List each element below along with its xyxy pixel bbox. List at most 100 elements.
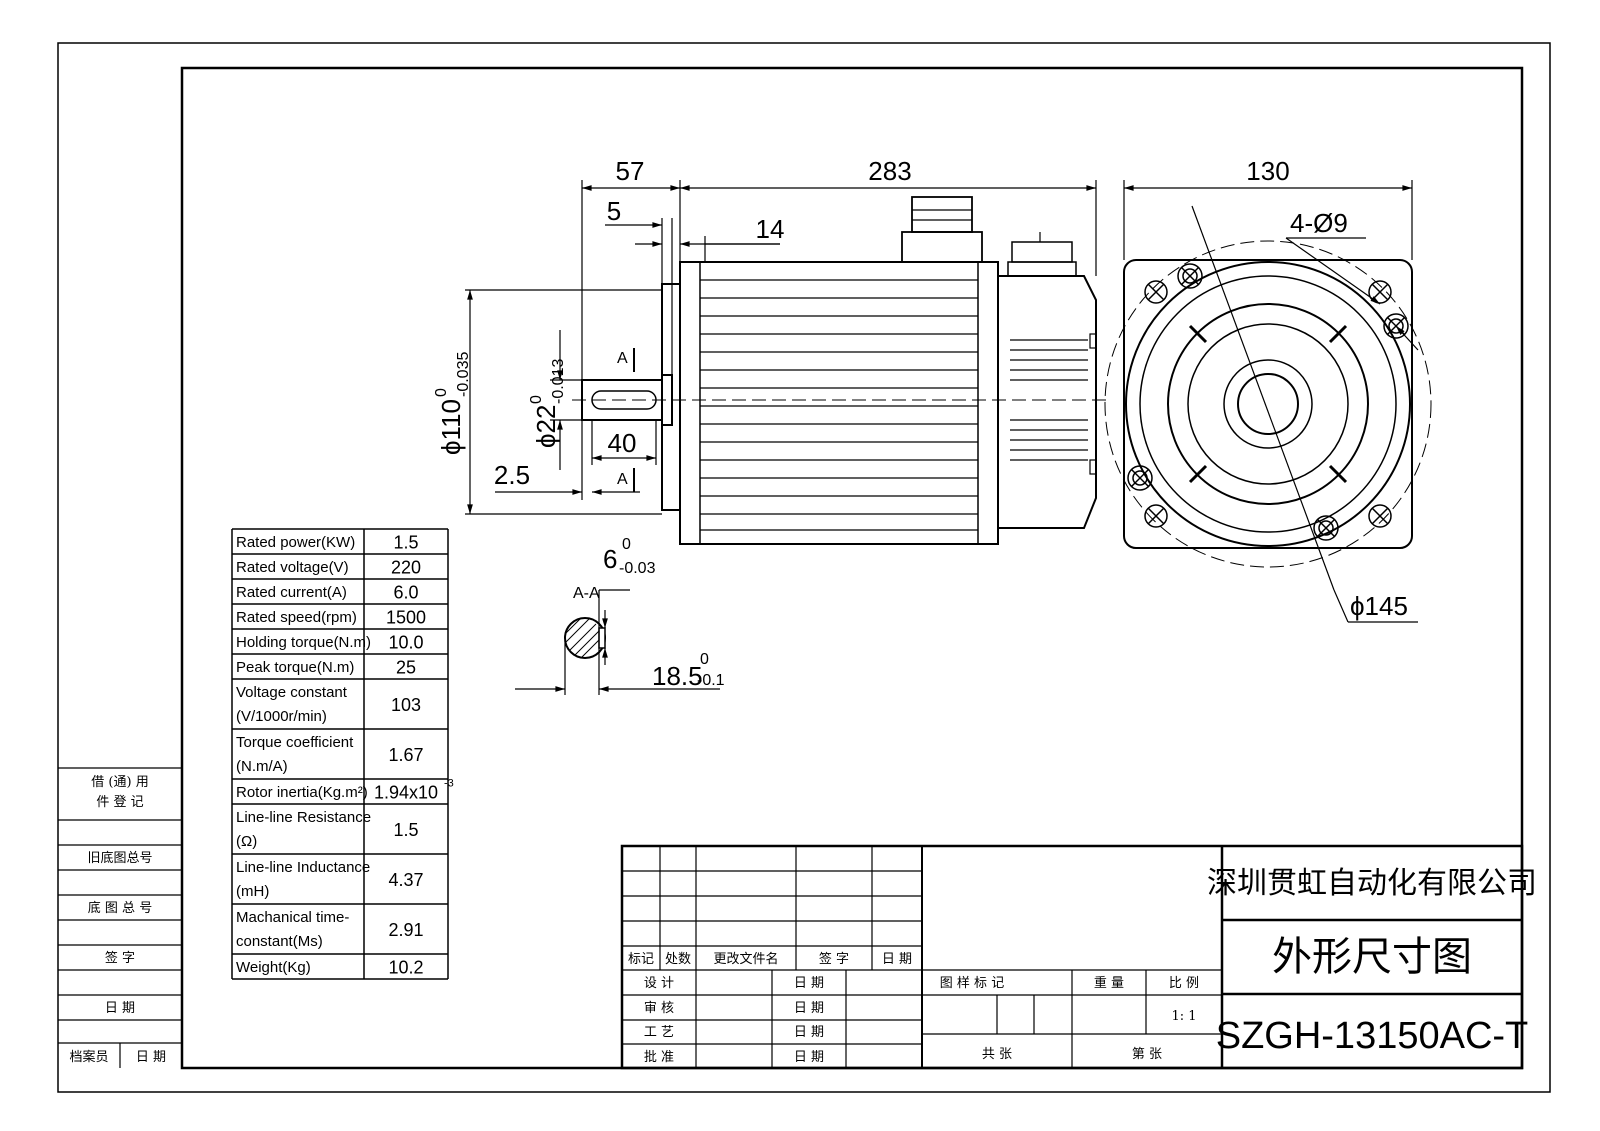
- spec-row: Line-line Inductance (mH)4.37: [236, 859, 424, 900]
- dim-283: 283: [868, 156, 911, 186]
- dim-key-depth-tol-lower: -0.1: [697, 672, 725, 689]
- dim-phi22-tol-lower: -0.013: [550, 359, 567, 404]
- outer-border: [57, 42, 1551, 1093]
- spec-label: (N.m/A): [236, 758, 288, 775]
- dim-57: 57: [616, 156, 645, 186]
- spec-label: Line-line Resistance: [236, 809, 371, 826]
- revision-header: 标记: [628, 952, 654, 967]
- dim-phi110: ϕ110: [436, 399, 466, 455]
- spec-label: Rated power(KW): [236, 534, 355, 551]
- spec-row: Weight(Kg)10.2: [236, 958, 424, 978]
- spec-row: Torque coefficient (N.m/A) 1.67: [236, 734, 424, 775]
- spec-value: 103: [391, 695, 421, 715]
- dim-key-depth-tol-upper: 0: [700, 651, 709, 668]
- spec-value: 10.0: [388, 633, 423, 653]
- spec-value: 25: [396, 658, 416, 678]
- dim-130: 130: [1246, 156, 1289, 186]
- drawing-title: 外形尺寸图: [1272, 934, 1472, 980]
- dim-phi110-tol-lower: -0.035: [455, 352, 472, 397]
- spec-value: 2.91: [388, 920, 423, 940]
- spec-value: 1.5: [393, 820, 418, 840]
- approval-role-label: 设 计: [644, 976, 674, 991]
- section-mark-a-top: A: [617, 350, 628, 367]
- dim-key-width-tol-upper: 0: [622, 536, 631, 553]
- weight-label: 重 量: [1094, 975, 1124, 991]
- scale-label: 比 例: [1169, 976, 1199, 991]
- spec-row: Rated power(KW) 1.5: [236, 533, 419, 553]
- section-a-a-label: A-A: [573, 585, 600, 602]
- side-sign-label: 签 字: [105, 950, 135, 966]
- spec-row: Rotor inertia(Kg.m²) 1.94x10 -3: [236, 778, 454, 803]
- company-name: 深圳贯虹自动化有限公司: [1207, 866, 1537, 901]
- dim-5: 5: [607, 196, 621, 226]
- spec-label: Rated current(A): [236, 584, 347, 601]
- revision-header: 处数: [665, 952, 691, 967]
- approval-rows: 设 计日 期审 核日 期工 艺日 期批 准日 期: [644, 976, 824, 1065]
- spec-label: Torque coefficient: [236, 734, 354, 751]
- dim-phi145: ϕ145: [1350, 591, 1408, 621]
- dim-phi22-group: ϕ22 0 -0.013: [528, 359, 567, 448]
- spec-value: 1.94x10: [374, 783, 438, 803]
- total-sheets-label: 共 张: [982, 1047, 1012, 1062]
- dim-phi110-tol-upper: 0: [433, 388, 450, 397]
- mounting-holes: [1127, 263, 1409, 541]
- section-marker-bottom: A: [617, 468, 635, 492]
- archive-date-label: 日 期: [136, 1050, 166, 1065]
- spec-label: Peak torque(N.m): [236, 659, 354, 676]
- approval-role-label: 工 艺: [644, 1025, 674, 1040]
- approval-role-label: 审 核: [644, 1001, 674, 1016]
- spec-label: (V/1000r/min): [236, 708, 327, 725]
- spec-label: Rated voltage(V): [236, 559, 349, 576]
- approval-date-label: 日 期: [794, 1050, 824, 1065]
- spec-value-exponent: -3: [444, 778, 454, 790]
- borrow-label-2: 件 登 记: [96, 795, 143, 810]
- archivist-label: 档案员: [69, 1050, 108, 1065]
- spec-row: Rated speed(rpm)1500: [236, 608, 426, 628]
- dim-phi22-tol-upper: 0: [528, 395, 545, 404]
- old-base-number-label: 旧底图总号: [87, 850, 152, 866]
- spec-value: 1.67: [388, 745, 423, 765]
- scale-value: 1: 1: [1171, 1009, 1196, 1024]
- dim-phi22: ϕ22: [531, 405, 561, 448]
- dim-key-width: 6: [603, 544, 617, 574]
- spec-label: Line-line Inductance: [236, 859, 370, 876]
- drawing-mark-label: 图 样 标 记: [940, 976, 1004, 991]
- dim-2-5: 2.5: [494, 460, 530, 490]
- approval-date-label: 日 期: [794, 1025, 824, 1040]
- side-view-dimension-lines: [465, 180, 1097, 515]
- dim-4-holes: 4-Ø9: [1290, 208, 1348, 238]
- title-block: [620, 844, 1524, 1070]
- side-register-column: [58, 767, 182, 1068]
- spec-row: Machanical time-constant(Ms)2.91: [236, 909, 424, 950]
- approval-date-label: 日 期: [794, 976, 824, 991]
- spec-label: Rotor inertia(Kg.m²): [236, 784, 368, 801]
- spec-label: (Ω): [236, 833, 257, 850]
- spec-label: Machanical time-: [236, 909, 349, 926]
- model-number: SZGH-13150AC-T: [1216, 1015, 1529, 1057]
- section-mark-a-bottom: A: [617, 471, 628, 488]
- borrow-label-1: 借 (通) 用: [91, 775, 148, 790]
- spec-value: 6.0: [393, 583, 418, 603]
- side-date-label: 日 期: [105, 1001, 135, 1016]
- dim-14: 14: [756, 214, 785, 244]
- spec-label: Rated speed(rpm): [236, 609, 357, 626]
- section-a-a: A-A: [515, 585, 720, 695]
- revision-header: 日 期: [882, 952, 912, 967]
- revision-header-row: 标记处数更改文件名签 字日 期: [628, 951, 912, 967]
- base-number-label: 底 图 总 号: [88, 900, 152, 916]
- spec-row: Holding torque(N.m) 10.0: [236, 633, 424, 653]
- dim-40: 40: [608, 428, 637, 458]
- revision-header: 签 字: [819, 951, 849, 967]
- spec-label: Voltage constant: [236, 684, 348, 701]
- spec-label: Holding torque(N.m): [236, 634, 371, 651]
- front-view-dimension-lines: [1123, 180, 1419, 623]
- sheet-number-label: 第 张: [1132, 1047, 1162, 1062]
- dim-key-width-tol-lower: -0.03: [619, 560, 656, 577]
- dim-key-depth: 18.5: [652, 661, 703, 691]
- spec-value: 220: [391, 558, 421, 578]
- spec-value: 1.5: [393, 533, 418, 553]
- section-marker-top: A: [617, 348, 635, 372]
- approval-role-label: 批 准: [644, 1050, 674, 1065]
- approval-date-label: 日 期: [794, 1001, 824, 1016]
